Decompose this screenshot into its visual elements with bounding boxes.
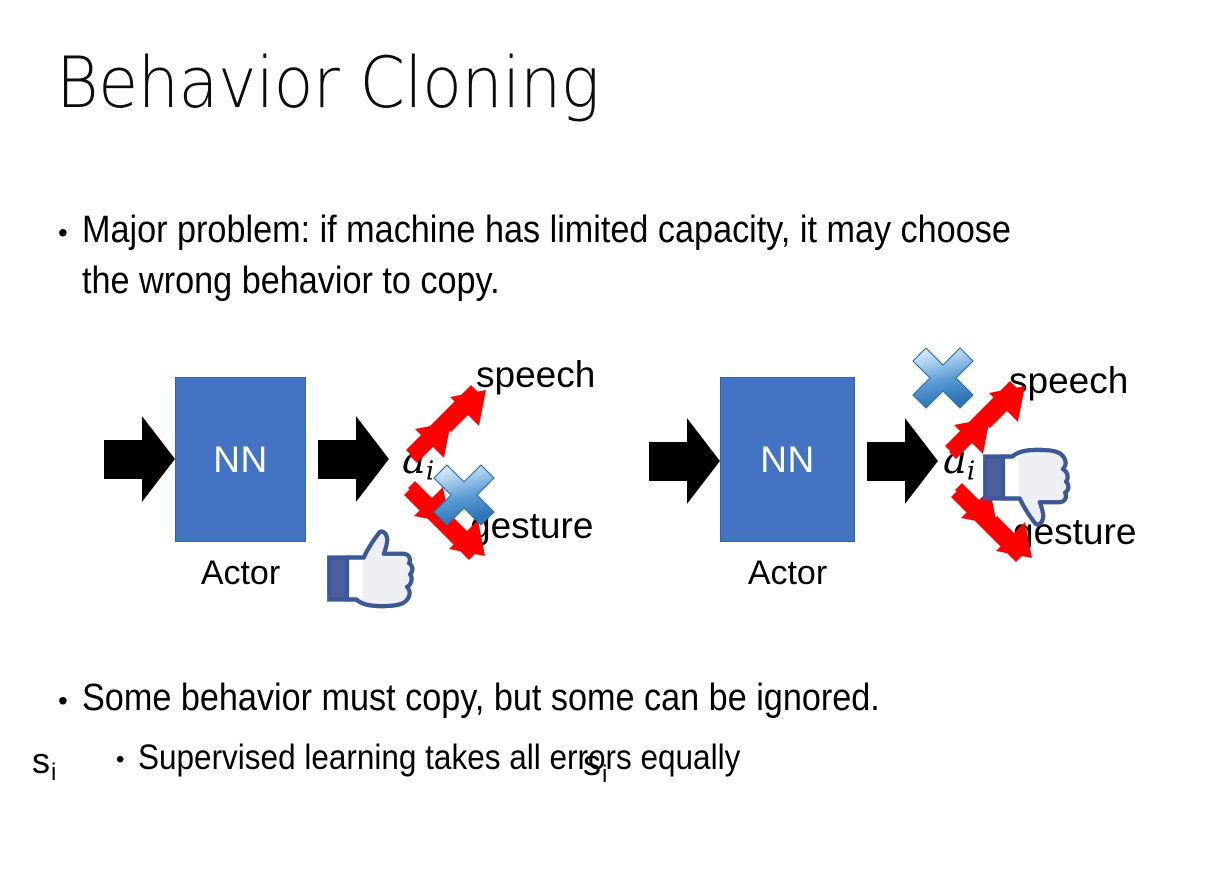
page-title: Behavior Cloning (56, 42, 600, 124)
diagram-right-graphics (649, 347, 1071, 562)
bullet-some-behavior: • Some behavior must copy, but some can … (58, 673, 1168, 724)
cross-out-marker-speech-right (912, 347, 974, 409)
bullet-major-problem-text: Major problem: if machine has limited ca… (81, 209, 1021, 302)
bullet-marker-icon: • (116, 746, 125, 773)
cross-out-marker-gesture-left (433, 464, 495, 526)
bullet-supervised-learning: • Supervised learning takes all errors e… (116, 735, 1166, 782)
bullet-major-problem: • Major problem: if machine has limited … (58, 205, 1148, 307)
diagram-left-graphics (104, 385, 495, 609)
state-subscript: i (51, 758, 57, 786)
actor-caption-left: Actor (200, 554, 281, 592)
action-subscript: i (966, 456, 976, 487)
output-label-speech-left: speech (476, 354, 596, 395)
neural-network-label: NN (213, 439, 268, 480)
state-symbol: s (583, 742, 601, 784)
state-label-right: si (583, 745, 607, 787)
bullet-marker-icon: • (58, 685, 68, 716)
state-label-left: si (32, 743, 56, 785)
thumbs-up-icon (327, 529, 415, 609)
neural-network-label: NN (760, 439, 815, 480)
neural-network-box-left: NN (175, 377, 306, 542)
output-flow-arrow-left (318, 416, 389, 502)
output-flow-arrow-right (867, 418, 938, 504)
output-label-speech-right: speech (1009, 360, 1129, 401)
neural-network-box-right: NN (720, 377, 855, 542)
mode-arrow-speech-right (945, 381, 1025, 459)
action-subscript: i (425, 456, 435, 487)
diagram-correct-behavior: si NN Actor âi speech gesture (18, 340, 623, 784)
input-flow-arrow-right (649, 418, 720, 504)
actor-caption-right: Actor (747, 554, 828, 592)
input-flow-arrow-left (104, 416, 175, 502)
mode-arrow-gesture-left (404, 481, 485, 560)
thumbs-down-icon (983, 447, 1071, 527)
bullet-some-behavior-text: Some behavior must copy, but some can be… (81, 677, 880, 719)
state-subscript: i (602, 760, 608, 788)
bullet-marker-icon: • (58, 217, 68, 248)
state-symbol: s (32, 740, 50, 782)
mode-arrow-speech-left (406, 385, 486, 463)
diagram-wrong-behavior: si NN Actor âi speech gesture (563, 340, 1168, 786)
mode-arrow-gesture-right (951, 483, 1032, 562)
bullet-supervised-learning-text: Supervised learning takes all errors equ… (138, 738, 741, 777)
